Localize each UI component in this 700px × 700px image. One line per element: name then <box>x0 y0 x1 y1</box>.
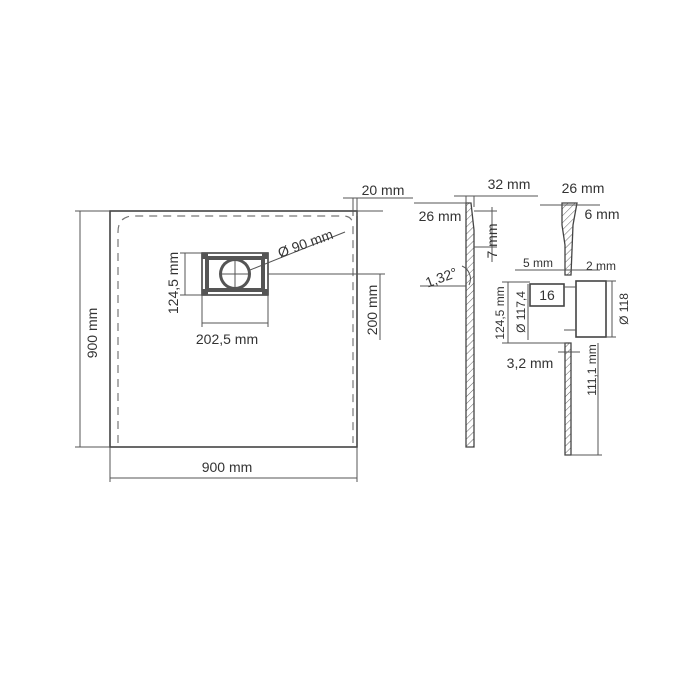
tray-outline <box>109 210 358 448</box>
label-7: 7 mm <box>484 224 500 259</box>
label-5: 5 mm <box>523 256 553 270</box>
label-drain-diameter: Ø 90 mm <box>276 226 336 261</box>
section-slope-profile: 32 mm 26 mm 7 mm 1,32° <box>414 176 538 448</box>
label-drain-offset: 200 mm <box>364 285 380 336</box>
label-32: 32 mm <box>488 176 531 192</box>
label-tray-height: 900 mm <box>84 308 100 359</box>
label-117-4: Ø 117,4 <box>514 291 528 333</box>
slope-arc <box>461 265 471 286</box>
drain-inner-box <box>529 283 565 307</box>
label-111-1: 111,1 mm <box>585 344 599 396</box>
drain-pipe-box <box>575 280 607 338</box>
label-118: Ø 118 <box>617 293 631 325</box>
label-26-right: 26 mm <box>562 180 605 196</box>
label-tray-width: 900 mm <box>202 459 253 475</box>
label-26-left: 26 mm <box>419 208 462 224</box>
label-124-5-side: 124,5 mm <box>493 286 507 339</box>
tray-top-view: 900 mm 900 mm 124,5 mm 202,5 mm Ø 90 mm … <box>75 182 413 482</box>
label-6: 6 mm <box>585 206 620 222</box>
section-drain-profile: 26 mm 6 mm 5 mm 2 mm 16 124,5 mm Ø 117,4… <box>493 180 631 456</box>
slope-profile-body <box>465 202 475 448</box>
label-drain-height: 124,5 mm <box>165 252 181 314</box>
tray-inner-dashed-edge <box>117 215 354 443</box>
drain-grate <box>201 252 269 296</box>
label-2: 2 mm <box>586 259 616 273</box>
label-edge-20: 20 mm <box>362 182 405 198</box>
label-drain-width: 202,5 mm <box>196 331 258 347</box>
drain-profile-upper <box>561 202 578 276</box>
label-3-2: 3,2 mm <box>507 355 554 371</box>
drain-profile-lower <box>564 342 572 456</box>
leader-drain-diameter <box>249 231 346 271</box>
label-16: 16 <box>539 287 555 303</box>
